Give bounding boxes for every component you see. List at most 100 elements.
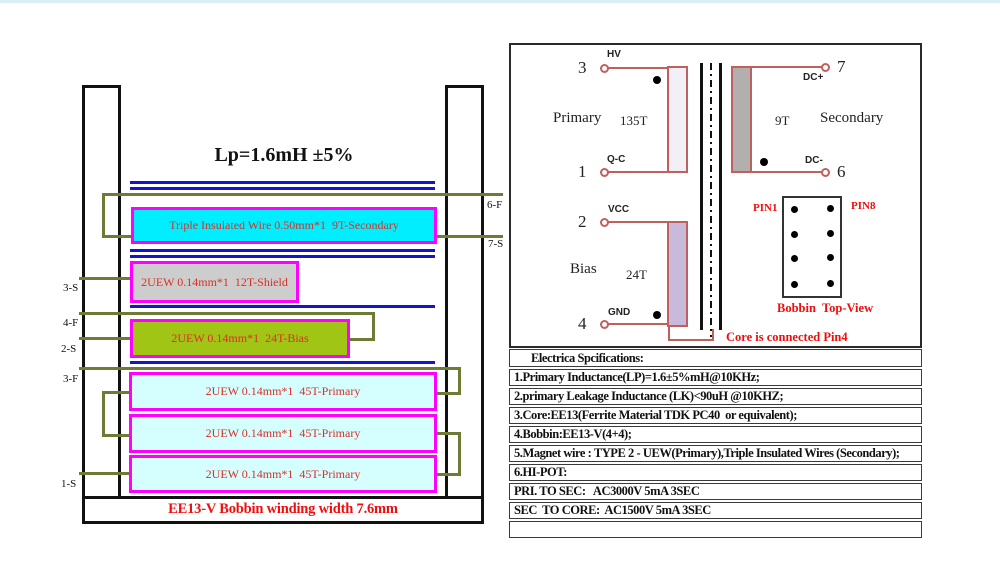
pin1-terminal xyxy=(600,168,609,177)
pin3-number: 3 xyxy=(578,58,587,77)
winding-primary3-label: 2UEW 0.14mm*1 45T-Primary xyxy=(205,466,361,481)
secondary-polarity-dot xyxy=(760,158,768,166)
lead-wire-secondary-left xyxy=(102,235,133,238)
lead-wire-primary2-left xyxy=(102,434,131,437)
bobbin-top-view-caption: Bobbin Top-View xyxy=(777,301,874,315)
lead-label-4f: 4-F xyxy=(63,317,79,329)
lead-wire-primary1-right xyxy=(436,392,461,395)
electrical-specifications-table: Electrica Spcifications: 1.Primary Induc… xyxy=(509,349,922,538)
wire-pin3 xyxy=(608,67,668,69)
winding-shield-label: 2UEW 0.14mm*1 12T-Shield xyxy=(141,274,288,289)
winding-secondary-label: Triple Insulated Wire 0.50mm*1 9T-Second… xyxy=(169,218,399,232)
bobbin-pin-dot xyxy=(827,254,834,261)
spec-row-2: 2.primary Leakage Inductance (LK)<90uH @… xyxy=(509,388,922,405)
tape-line xyxy=(130,249,435,252)
net-label-qc: Q-C xyxy=(607,154,626,165)
winding-primary1-label: 2UEW 0.14mm*1 45T-Primary xyxy=(205,384,361,398)
inductance-title: Lp=1.6mH ±5% xyxy=(214,144,354,166)
lead-wire-primary2-right xyxy=(436,432,461,435)
lead-wire-2s xyxy=(79,337,132,340)
winding-primary2-label: 2UEW 0.14mm*1 45T-Primary xyxy=(205,426,361,440)
pin8-label: PIN8 xyxy=(851,200,876,212)
pin2-number: 2 xyxy=(578,212,587,231)
bias-polarity-dot xyxy=(653,311,661,319)
lead-wire-3f-horizontal xyxy=(79,367,461,370)
lead-wire-3s xyxy=(79,277,132,280)
net-label-gnd: GND xyxy=(608,307,631,318)
lead-wire-4f-horizontal xyxy=(79,312,375,315)
wire-pin2 xyxy=(608,221,668,223)
pin6-number: 6 xyxy=(837,162,846,181)
primary-turns: 135T xyxy=(620,113,648,128)
pin1-number: 1 xyxy=(578,162,587,181)
core-ground-wire-v1 xyxy=(668,327,670,341)
spec-row-empty xyxy=(509,521,922,538)
lead-label-2s: 2-S xyxy=(61,343,77,355)
pin3-terminal xyxy=(600,64,609,73)
wire-pin1 xyxy=(608,171,668,173)
secondary-side-label: Secondary xyxy=(820,110,884,126)
core-ground-wire-v2 xyxy=(712,329,714,341)
lead-wire-3f-vertical xyxy=(458,367,461,395)
schematic-secondary-winding xyxy=(731,66,752,173)
lead-wire-right-bracket-vertical xyxy=(458,432,461,476)
winding-secondary: Triple Insulated Wire 0.50mm*1 9T-Second… xyxy=(131,207,437,244)
schematic-bias-winding xyxy=(667,221,688,327)
lead-wire-bias-right xyxy=(349,338,375,341)
primary-polarity-dot xyxy=(653,76,661,84)
wire-pin7 xyxy=(752,66,823,68)
net-label-hv: HV xyxy=(607,49,621,60)
core-line-left xyxy=(700,63,703,330)
pin7-number: 7 xyxy=(837,57,846,76)
bobbin-flange-left xyxy=(82,85,121,499)
tape-line xyxy=(130,361,435,364)
bobbin-pin-dot xyxy=(827,205,834,212)
bobbin-winding-diagram: Lp=1.6mH ±5% Triple Insulated Wire 0.50m… xyxy=(61,85,504,524)
core-ground-wire-h xyxy=(668,339,714,341)
bias-side-label: Bias xyxy=(570,261,597,277)
bobbin-top-view-outline xyxy=(782,196,842,298)
spec-table-header: Electrica Spcifications: xyxy=(509,349,922,367)
bobbin-pin-dot xyxy=(827,280,834,287)
schematic-primary-winding xyxy=(667,66,688,173)
bobbin-pin-dot xyxy=(791,255,798,262)
lead-label-7s: 7-S xyxy=(488,238,504,250)
bobbin-flange-right xyxy=(445,85,484,499)
primary-side-label: Primary xyxy=(553,110,602,126)
spec-row-8: SEC TO CORE: AC1500V 5mA 3SEC xyxy=(509,502,922,519)
spec-row-5: 5.Magnet wire : TYPE 2 - UEW(Primary),Tr… xyxy=(509,445,922,462)
bobbin-pin-dot xyxy=(791,206,798,213)
lead-label-3f: 3-F xyxy=(63,373,79,385)
lead-label-1s: 1-S xyxy=(61,478,77,490)
schematic-panel xyxy=(509,43,922,348)
winding-shield: 2UEW 0.14mm*1 12T-Shield xyxy=(130,261,299,303)
pin2-terminal xyxy=(600,218,609,227)
lead-wire-4f-vertical xyxy=(372,312,375,341)
bobbin-pin-dot xyxy=(827,230,834,237)
lead-wire-primary1-left xyxy=(102,391,131,394)
spec-row-3: 3.Core:EE13(Ferrite Material TDK PC40 or… xyxy=(509,407,922,424)
core-line-right xyxy=(719,63,722,330)
wire-pin6 xyxy=(752,171,823,173)
lead-wire-left-bracket-vertical xyxy=(102,391,105,437)
bobbin-base-bar xyxy=(82,496,484,524)
bobbin-caption: EE13-V Bobbin winding width 7.6mm xyxy=(168,501,398,517)
lead-label-6f: 6-F xyxy=(487,199,503,211)
tape-line xyxy=(130,255,435,258)
bobbin-pin-dot xyxy=(791,231,798,238)
pin1-label: PIN1 xyxy=(753,202,778,214)
pin4-number: 4 xyxy=(578,314,587,333)
net-label-dcminus: DC- xyxy=(805,155,823,166)
tape-line xyxy=(130,181,435,184)
wire-pin4 xyxy=(608,323,668,325)
winding-primary-3: 2UEW 0.14mm*1 45T-Primary xyxy=(129,455,437,493)
winding-bias: 2UEW 0.14mm*1 24T-Bias xyxy=(130,319,350,358)
tape-line xyxy=(130,187,435,190)
tape-line xyxy=(130,305,435,308)
lead-wire-primary3-right xyxy=(436,473,461,476)
lead-label-3s: 3-S xyxy=(63,282,79,294)
pin4-terminal xyxy=(600,320,609,329)
spec-row-7: PRI. TO SEC: AC3000V 5mA 3SEC xyxy=(509,483,922,500)
spec-row-4: 4.Bobbin:EE13-V(4+4); xyxy=(509,426,922,443)
